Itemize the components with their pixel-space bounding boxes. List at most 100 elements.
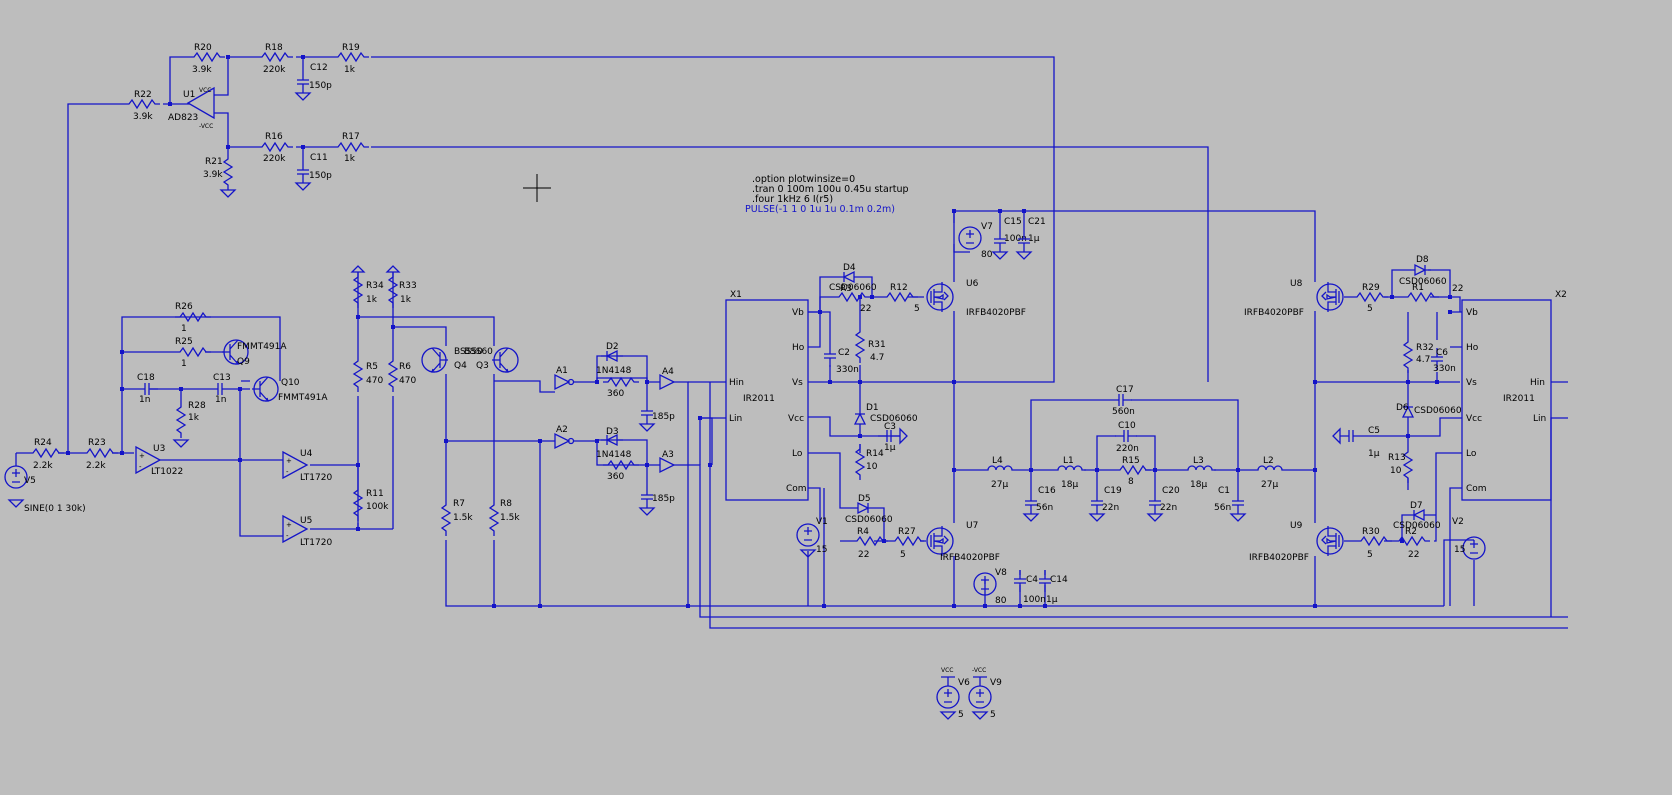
capacitor-c18[interactable]: C18 1n: [135, 373, 159, 405]
inverter-a1[interactable]: A1: [554, 366, 575, 391]
u4-value: LT1720: [300, 473, 332, 483]
voltage-source-v2[interactable]: V2 15: [1452, 517, 1486, 560]
resistor-r17[interactable]: R17 1k: [332, 132, 370, 164]
capacitor-c3[interactable]: C3 1μ: [877, 422, 908, 453]
buffer-a4[interactable]: A4: [659, 367, 675, 390]
inverter-a2[interactable]: A2: [554, 425, 575, 450]
resistor-r5[interactable]: R5 470: [353, 355, 383, 393]
voltage-source-v9[interactable]: -VCC V9 5: [968, 667, 1002, 720]
resistor-r24[interactable]: R24 2.2k: [27, 438, 65, 471]
resistor-r27[interactable]: R27 5: [889, 527, 927, 560]
capacitor-c13[interactable]: C13 1n: [208, 373, 232, 405]
diode-d6[interactable]: D6 CSD06060: [1396, 400, 1462, 424]
diode-d8[interactable]: D8 CSD06060: [1399, 255, 1447, 287]
resistor-r14[interactable]: R14 10: [855, 443, 884, 481]
mosfet-u6[interactable]: U6 IRFB4020PBF: [926, 279, 1026, 318]
resistor-r33[interactable]: R33 1k: [385, 265, 417, 309]
diode-d4[interactable]: D4 CSD06060: [829, 263, 877, 293]
x2-ref: X2: [1555, 290, 1567, 300]
capacitor-c2[interactable]: C2 330n: [823, 344, 859, 375]
resistor-r8[interactable]: R8 1.5k: [489, 499, 520, 537]
resistor-r4[interactable]: R4 22: [851, 527, 889, 560]
resistor-r18[interactable]: R18 220k: [256, 43, 294, 75]
resistor-r7[interactable]: R7 1.5k: [441, 499, 473, 537]
resistor-r15[interactable]: R15 8: [1114, 456, 1152, 487]
capacitor-c15[interactable]: C15 100n: [992, 217, 1027, 260]
opamp-u1[interactable]: VCC -VCC U1 AD823: [168, 86, 215, 130]
diode-d5[interactable]: D5 CSD06060: [845, 494, 893, 525]
resistor-r29[interactable]: R29 5: [1351, 283, 1389, 314]
resistor-r19[interactable]: R19 1k: [332, 43, 370, 75]
capacitor-c16[interactable]: C16 56n: [1023, 486, 1056, 522]
voltage-source-v5[interactable]: V5 SINE(0 1 30k): [4, 465, 86, 514]
u3-value: LT1022: [151, 467, 183, 477]
resistor-r28[interactable]: R28 1k: [173, 401, 206, 448]
capacitor-c19[interactable]: C19 22n: [1089, 486, 1122, 522]
spice-directives[interactable]: .option plotwinsize=0 .tran 0 100m 100u …: [745, 174, 909, 215]
capacitor-c10[interactable]: C10 220n: [1114, 421, 1139, 454]
resistor-r2[interactable]: R2 22: [1393, 527, 1431, 560]
capacitor-c12[interactable]: C12 150p: [295, 63, 332, 101]
inductor-l1[interactable]: L1 18μ: [1053, 456, 1087, 490]
capacitor-c1[interactable]: C1 56n: [1214, 486, 1246, 522]
opamp-u3[interactable]: U3 LT1022: [135, 444, 183, 477]
u7-value: IRFB4020PBF: [940, 553, 1000, 563]
driver-ic-x1[interactable]: X1 IR2011 Vb Ho Vs Hin Lin Vcc Lo Com: [725, 290, 809, 501]
capacitor-c11[interactable]: C11 150p: [295, 153, 332, 191]
voltage-source-v1[interactable]: V1 15: [796, 517, 828, 558]
capacitor-c6[interactable]: C6 330n: [1430, 347, 1456, 374]
resistor-r20[interactable]: R20 3.9k: [188, 43, 226, 75]
capacitor-c20[interactable]: C20 22n: [1147, 486, 1180, 522]
resistor-r22[interactable]: R22 3.9k: [123, 90, 161, 122]
inductor-l4[interactable]: L4 27μ: [983, 456, 1017, 490]
mosfet-u7[interactable]: U7 IRFB4020PBF: [926, 521, 1000, 563]
diode-d7[interactable]: D7 CSD06060: [1393, 501, 1441, 531]
capacitor-c5[interactable]: C5 1μ: [1332, 426, 1380, 459]
resistor-r31[interactable]: R31 4.7: [855, 326, 886, 364]
transistor-q4[interactable]: BSS50 Q4: [421, 347, 483, 373]
capacitor-c14[interactable]: C14 1μ: [1038, 569, 1068, 605]
mosfet-u9[interactable]: U9 IRFB4020PBF: [1249, 521, 1344, 563]
capacitor-c21[interactable]: C21 1μ: [1016, 217, 1046, 260]
resistor-r16[interactable]: R16 220k: [256, 132, 294, 164]
resistor-r13[interactable]: R13 10: [1388, 446, 1413, 484]
transistor-q9[interactable]: FMMT491A Q9: [221, 339, 287, 367]
u3-ref: U3: [153, 444, 165, 454]
comparator-u5[interactable]: U5 LT1720: [282, 515, 332, 548]
transistor-q3[interactable]: BSS60 Q3: [464, 347, 519, 373]
comparator-u4[interactable]: U4 LT1720: [282, 449, 332, 483]
r1-value: 22: [1452, 284, 1463, 294]
diode-d1[interactable]: D1 CSD06060: [854, 403, 918, 431]
inductor-l2[interactable]: L2 27μ: [1253, 456, 1287, 490]
resistor-r21[interactable]: R21 3.9k: [203, 153, 236, 198]
mosfet-u8[interactable]: U8 IRFB4020PBF: [1244, 279, 1344, 318]
inductor-l3[interactable]: L3 18μ: [1183, 456, 1217, 490]
resistor-360a[interactable]: 360: [602, 377, 640, 399]
resistor-r26[interactable]: R26 1: [174, 302, 212, 334]
resistor-r3[interactable]: R3 22: [833, 284, 871, 314]
resistor-r11[interactable]: R11 100k: [353, 484, 389, 522]
resistor-r23[interactable]: R23 2.2k: [81, 438, 119, 471]
transistor-q10[interactable]: Q10 FMMT491A: [251, 376, 328, 403]
resistor-r12[interactable]: R12 5: [881, 283, 920, 314]
driver-ic-x2[interactable]: X2 IR2011 Vb Ho Vs Hin Lin Vcc Lo Com: [1461, 290, 1567, 501]
resistor-r25[interactable]: R25 1: [174, 337, 212, 369]
voltage-source-v7[interactable]: V7 80: [958, 222, 993, 260]
resistor-r1[interactable]: R1 22: [1402, 283, 1463, 302]
buffer-a3[interactable]: A3: [659, 450, 675, 473]
diode-d3[interactable]: D3 1N4148: [596, 427, 632, 460]
capacitor-c4[interactable]: C4 100n: [1013, 569, 1046, 605]
voltage-source-v8[interactable]: V8 80: [973, 568, 1007, 606]
resistor-r30[interactable]: R30 5: [1355, 527, 1393, 560]
resistor-r6[interactable]: R6 470: [388, 355, 416, 393]
capacitor-185b[interactable]: 185p: [639, 485, 675, 516]
resistor-r32[interactable]: R32 4.7: [1403, 336, 1434, 374]
capacitor-185a[interactable]: 185p: [639, 401, 675, 432]
resistor-r34[interactable]: R34 1k: [350, 265, 384, 309]
diode-d2[interactable]: D2 1N4148: [596, 342, 632, 376]
voltage-source-v6[interactable]: VCC V6 5: [936, 667, 970, 720]
capacitor-c17[interactable]: C17 560n: [1109, 385, 1135, 417]
resistor-360b[interactable]: 360: [602, 460, 640, 482]
u6-ref: U6: [966, 279, 979, 289]
